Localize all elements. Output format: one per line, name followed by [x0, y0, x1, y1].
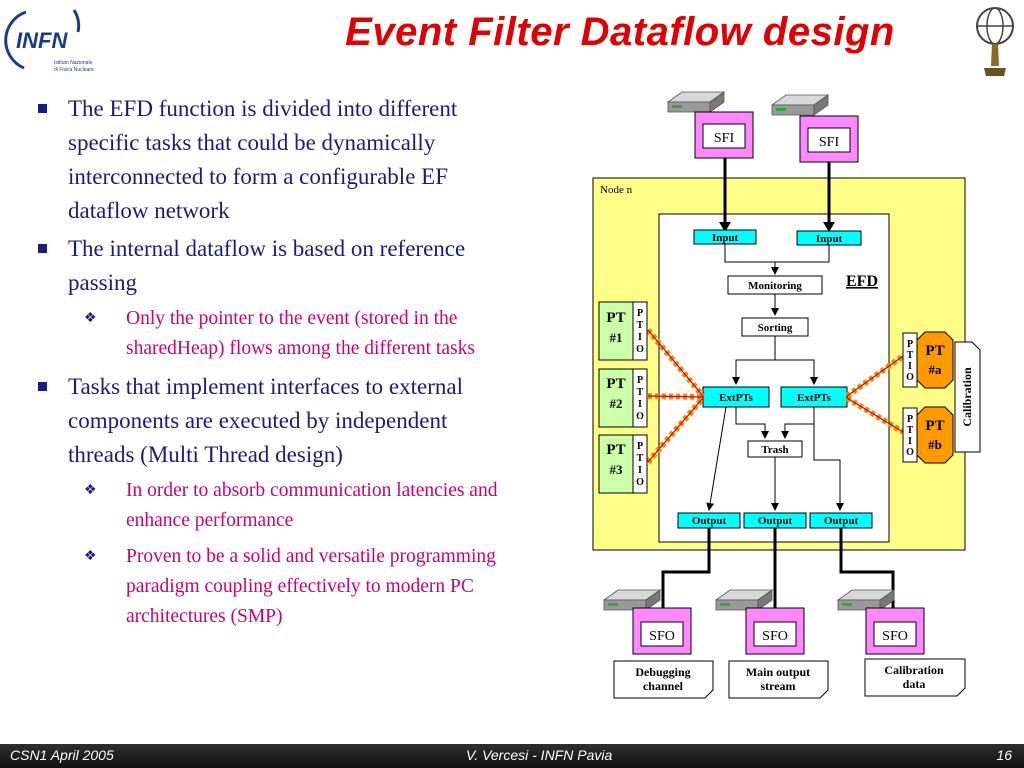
- svg-text:P: P: [907, 339, 913, 350]
- footer-author: V. Vercesi - INFN Pavia: [466, 747, 613, 763]
- svg-text:P: P: [907, 414, 913, 425]
- diamond-bullet-icon: ❖: [84, 549, 97, 564]
- efd-label: EFD: [846, 273, 878, 290]
- svg-text:ExtPTs: ExtPTs: [719, 392, 754, 404]
- stream-doc: Debugging channel: [613, 660, 714, 699]
- svg-text:T: T: [907, 350, 914, 361]
- infn-logo: INFN Istituto Nazionale di Fisica Nuclea…: [4, 4, 112, 76]
- pt-module-right: PT #a P T I O: [902, 331, 954, 389]
- sub-bullet-item: ❖Proven to be a solid and versatile prog…: [36, 542, 506, 632]
- svg-text:O: O: [636, 477, 644, 488]
- bullet-item: The EFD function is divided into differe…: [36, 92, 506, 228]
- svg-text:T: T: [907, 425, 914, 436]
- svg-text:Sorting: Sorting: [758, 322, 793, 334]
- server-icon: [603, 589, 661, 611]
- pt-module-left: PT #3 P T I O: [598, 434, 648, 494]
- svg-text:ExtPTs: ExtPTs: [797, 392, 832, 404]
- svg-text:stream: stream: [760, 679, 795, 693]
- svg-text:Debugging: Debugging: [635, 665, 690, 679]
- svg-text:SFO: SFO: [882, 629, 908, 644]
- svg-text:P: P: [637, 375, 643, 386]
- atlas-logo-icon: [972, 4, 1018, 78]
- svg-text:T: T: [637, 387, 644, 398]
- server-icon: [715, 589, 773, 611]
- sfi-label: SFI: [819, 135, 840, 150]
- svg-text:P: P: [637, 441, 643, 452]
- svg-text:Output: Output: [758, 515, 793, 527]
- svg-text:I: I: [908, 361, 912, 372]
- svg-text:I: I: [638, 332, 642, 343]
- svg-text:Output: Output: [824, 515, 859, 527]
- svg-text:SFO: SFO: [762, 629, 788, 644]
- svg-text:PT: PT: [925, 343, 944, 359]
- server-icon: [771, 94, 829, 116]
- svg-text:channel: channel: [643, 679, 684, 693]
- efd-dataflow-diagram: SFI SFI Node n EFD Input Input Monitorin…: [592, 91, 981, 699]
- svg-text:I: I: [638, 465, 642, 476]
- svg-text:Monitoring: Monitoring: [748, 280, 802, 292]
- svg-text:SFO: SFO: [649, 629, 675, 644]
- page-number: 16: [996, 747, 1012, 763]
- svg-text:O: O: [906, 372, 914, 383]
- square-bullet-icon: [38, 244, 47, 253]
- stream-doc: Main output stream: [728, 660, 829, 699]
- svg-text:#a: #a: [929, 362, 943, 377]
- svg-text:Trash: Trash: [761, 444, 788, 456]
- svg-text:PT: PT: [606, 310, 625, 326]
- svg-text:Input: Input: [712, 232, 739, 244]
- pt-module-left: PT #2 P T I O: [598, 368, 648, 428]
- svg-text:Output: Output: [692, 515, 727, 527]
- diamond-bullet-icon: ❖: [84, 311, 97, 326]
- svg-text:#b: #b: [928, 437, 942, 452]
- square-bullet-icon: [38, 382, 47, 391]
- footer-bar: CSN1 April 2005 V. Vercesi - INFN Pavia …: [0, 744, 1024, 768]
- svg-text:O: O: [906, 447, 914, 458]
- svg-text:T: T: [637, 453, 644, 464]
- square-bullet-icon: [38, 104, 47, 113]
- stream-doc: Calibration data: [864, 658, 966, 697]
- bullet-item: The internal dataflow is based on refere…: [36, 232, 506, 300]
- svg-text:Input: Input: [816, 233, 843, 245]
- svg-text:Calibration: Calibration: [960, 367, 974, 427]
- server-icon: [837, 589, 895, 611]
- svg-text:PT: PT: [606, 442, 625, 458]
- svg-text:P: P: [637, 308, 643, 319]
- pt-module-left: PT #1 P T I O: [598, 301, 648, 361]
- sub-bullet-item: ❖Only the pointer to the event (stored i…: [36, 304, 506, 364]
- svg-text:#2: #2: [610, 396, 623, 411]
- diamond-bullet-icon: ❖: [84, 483, 97, 498]
- svg-text:di Fisica Nucleare: di Fisica Nucleare: [54, 67, 94, 73]
- svg-text:T: T: [637, 320, 644, 331]
- node-label: Node n: [600, 184, 633, 196]
- svg-text:data: data: [903, 677, 926, 691]
- infn-logo-text: INFN: [16, 28, 68, 53]
- svg-text:O: O: [636, 411, 644, 422]
- svg-text:PT: PT: [925, 418, 944, 434]
- svg-text:I: I: [908, 436, 912, 447]
- svg-text:#3: #3: [610, 462, 624, 477]
- bullet-item: Tasks that implement interfaces to exter…: [36, 370, 506, 472]
- footer-date: CSN1 April 2005: [10, 747, 114, 763]
- page-title: Event Filter Dataflow design: [345, 10, 895, 54]
- pt-module-right: PT #b P T I O: [902, 406, 954, 464]
- server-icon: [667, 91, 725, 113]
- svg-text:O: O: [636, 344, 644, 355]
- svg-text:I: I: [638, 399, 642, 410]
- calibration-doc: [954, 341, 981, 453]
- svg-text:#1: #1: [610, 330, 623, 345]
- sfi-label: SFI: [714, 131, 735, 146]
- efd-box: [658, 213, 890, 543]
- bullet-list: The EFD function is divided into differe…: [36, 92, 506, 638]
- svg-text:Calibration: Calibration: [884, 663, 944, 677]
- svg-text:PT: PT: [606, 376, 625, 392]
- svg-text:Main output: Main output: [746, 665, 810, 679]
- svg-text:Istituto Nazionale: Istituto Nazionale: [54, 60, 93, 66]
- sub-bullet-item: ❖In order to absorb communication latenc…: [36, 476, 506, 536]
